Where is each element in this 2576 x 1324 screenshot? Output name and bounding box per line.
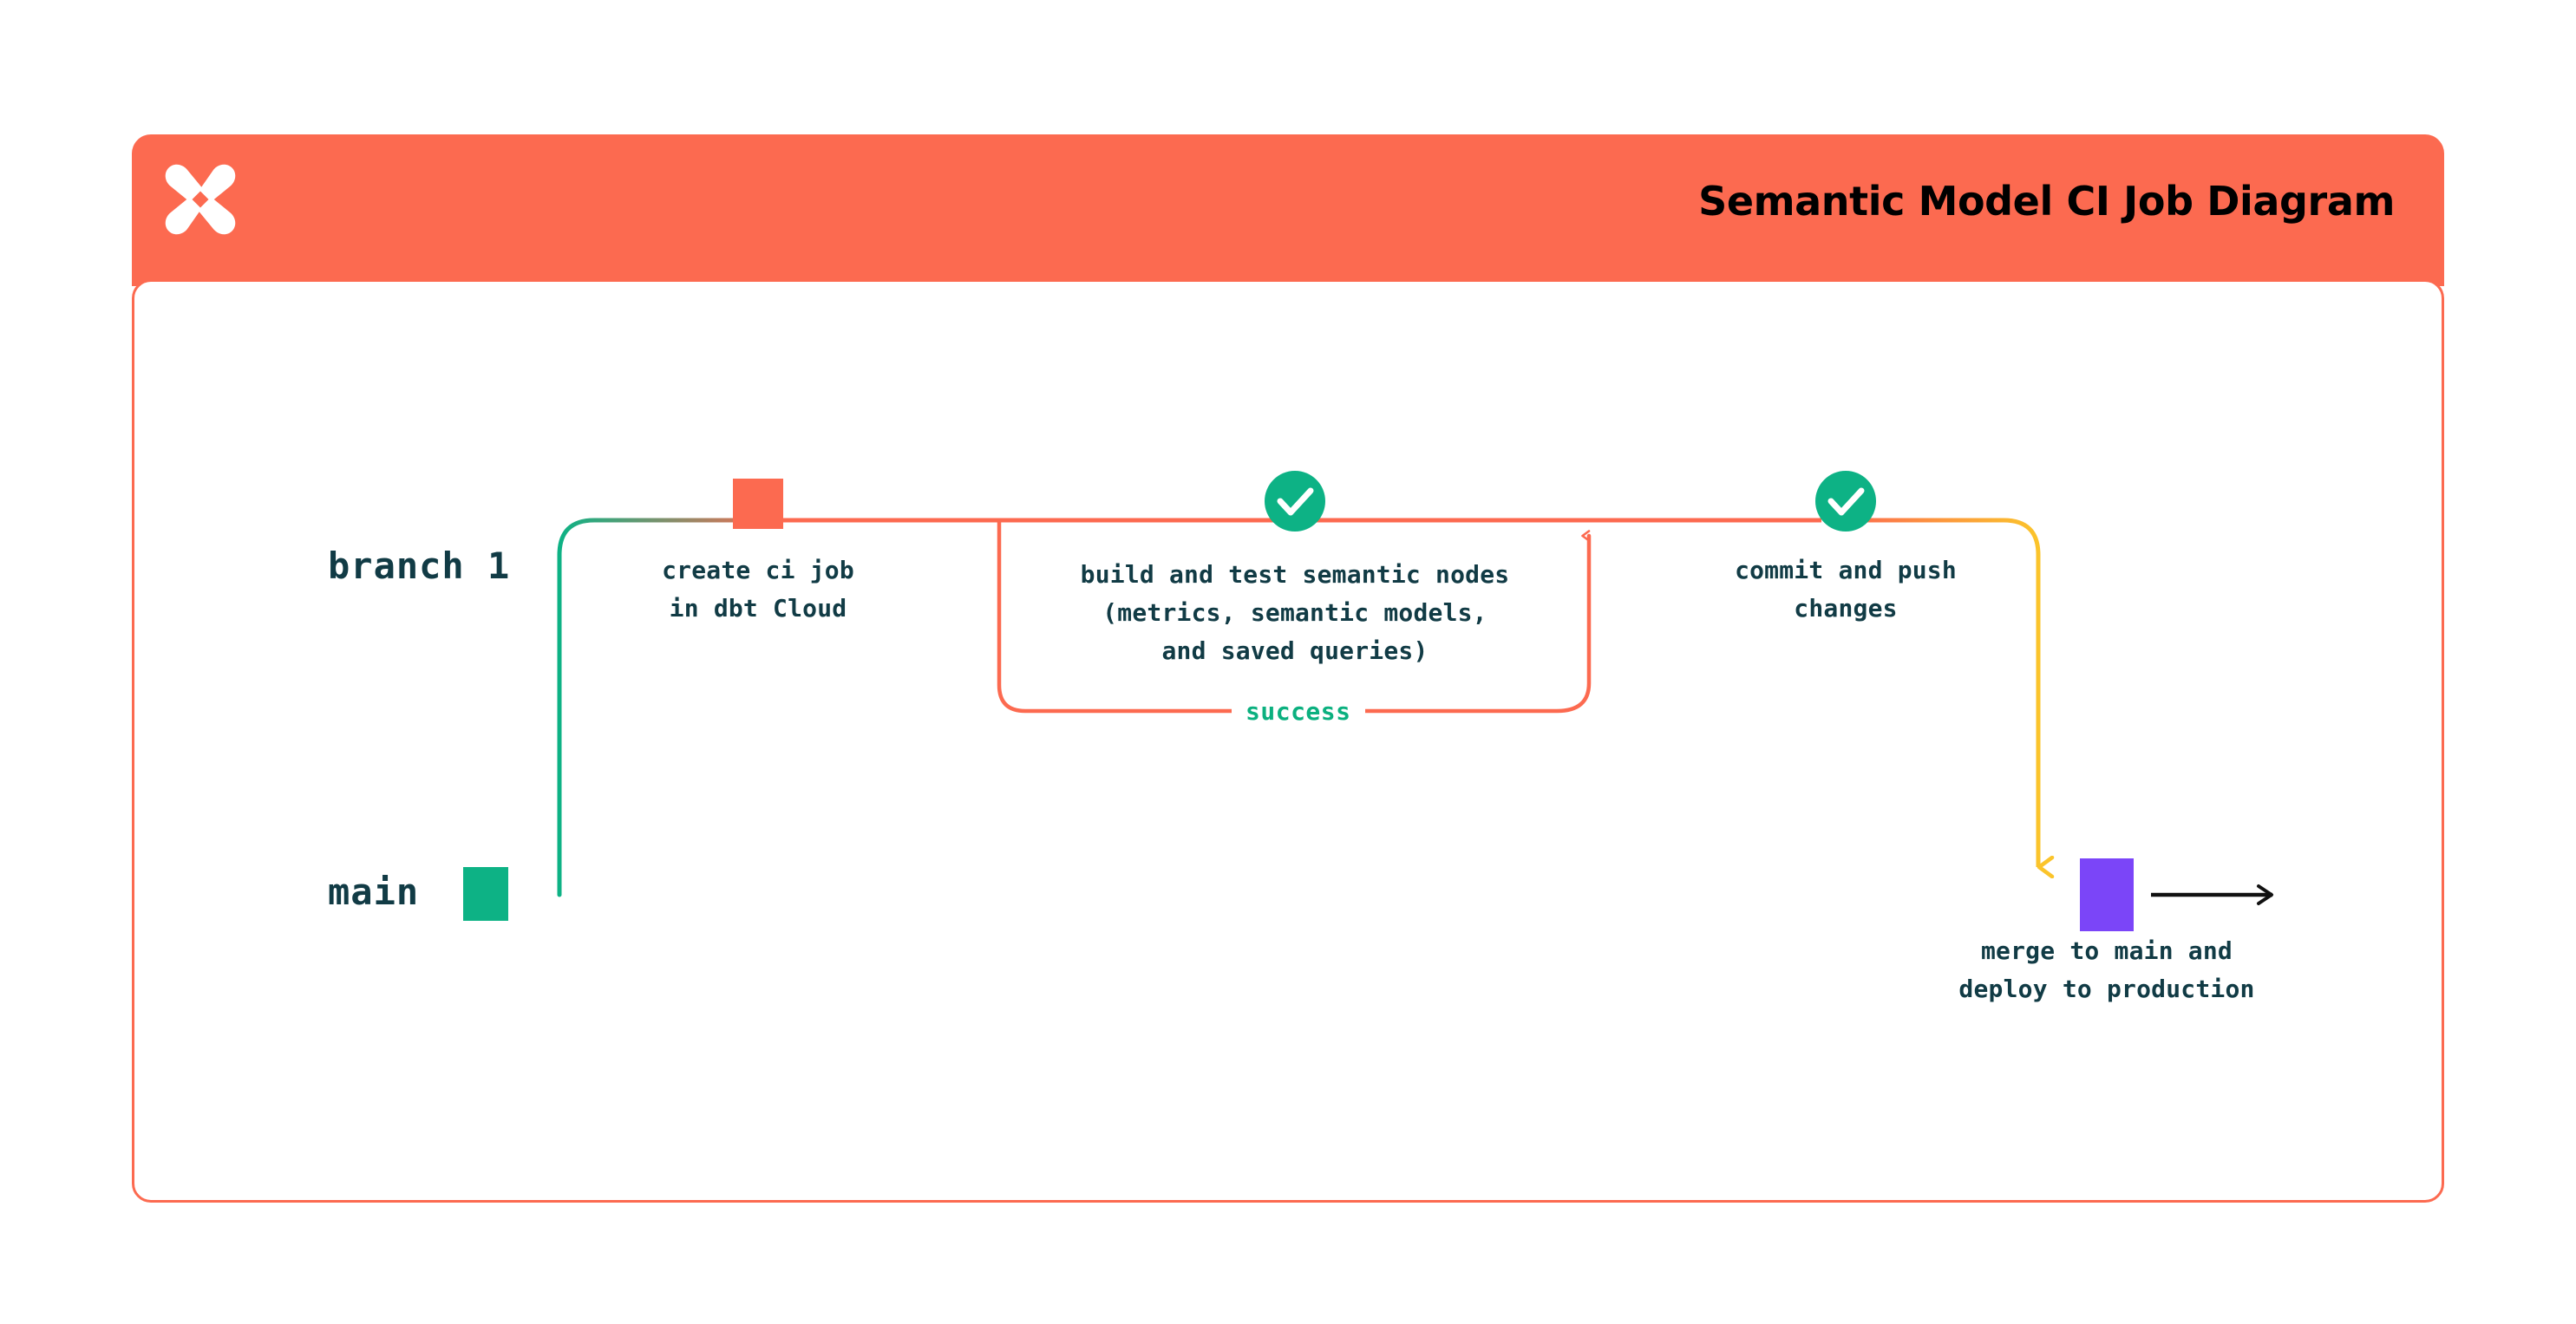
card-body [132,279,2444,1203]
lane-label-main: main [328,871,420,913]
card-header [132,134,2444,286]
caption-build-test-line1: build and test semantic nodes [1080,560,1510,589]
caption-commit-push-line1: commit and push [1735,556,1957,584]
caption-build-test-line2: (metrics, semantic models, [1102,598,1487,627]
dbt-logo-icon [165,164,236,235]
edge-label-success: success [1232,697,1365,726]
caption-create-ci-job-line1: create ci job [662,556,854,584]
caption-create-ci-job-line2: in dbt Cloud [669,594,847,623]
lane-label-branch-1: branch 1 [328,545,511,587]
caption-commit-push-line2: changes [1794,594,1898,623]
caption-merge-line1: merge to main and [1981,936,2233,965]
page-title: Semantic Model CI Job Diagram [1698,178,2395,225]
diagram-card: Semantic Model CI Job Diagram [132,134,2444,1203]
caption-merge-line2: deploy to production [1958,975,2255,1003]
caption-build-test-line3: and saved queries) [1161,636,1429,665]
